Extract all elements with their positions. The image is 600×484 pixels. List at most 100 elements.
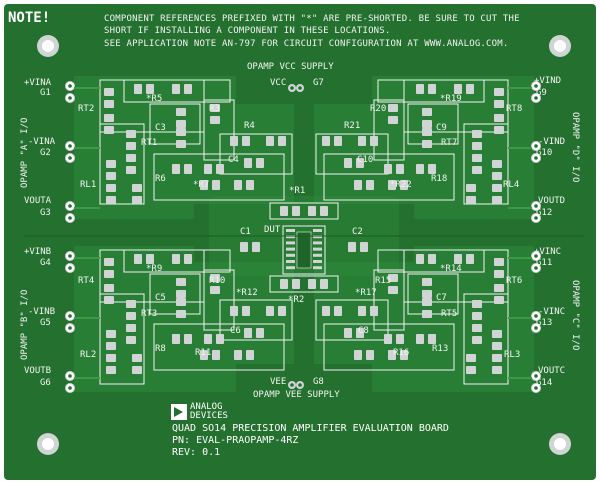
ref-r10: R10 [209,276,226,286]
component-pad [466,184,476,192]
dut-pin-pad [286,266,295,270]
vee-pin-label: G8 [313,377,324,387]
silkscreen-outline [149,273,201,315]
component-pad [266,136,274,146]
io-test-point-hole [534,84,538,88]
component-pad [172,334,180,344]
component-pad [104,296,114,304]
component-pad [106,330,116,338]
component-pad [184,334,192,344]
ref-r7: *R7 [193,180,210,190]
component-pad [106,184,116,192]
component-pad [356,158,364,168]
ref-r6: R6 [155,174,166,184]
io-test-point-hole [68,314,72,318]
component-pad [132,366,142,374]
silkscreen-outline [407,273,459,315]
component-pad [104,114,114,122]
ref-rt2: RT2 [78,104,95,114]
component-pad [240,242,248,252]
ref-rl3: RL3 [504,350,521,360]
mounting-hole [554,40,566,52]
dut-pin-pad [313,260,322,263]
component-pad [176,290,186,298]
component-pad [422,290,432,298]
component-pad [244,328,252,338]
ref-c8: C8 [358,326,369,336]
g6-label: G6 [40,378,51,388]
ref-r18: R18 [431,174,448,184]
component-pad [172,164,180,174]
component-pad [400,180,408,190]
component-pad [106,196,116,204]
component-pad [230,306,238,316]
io-test-point-hole [534,204,538,208]
component-pad [492,366,502,374]
component-pad [466,254,474,264]
analog-devices-logo-icon [171,404,187,420]
component-pad [422,298,432,306]
io-test-point-hole [534,386,538,390]
component-pad [212,180,220,190]
ref-r9: *R9 [146,264,163,274]
g9-label: G9 [536,88,547,98]
component-pad [104,88,114,96]
component-pad [280,279,288,289]
ref-c9: C9 [436,123,447,133]
component-pad [384,334,392,344]
io-test-point-hole [534,216,538,220]
silkscreen-outline [463,293,509,385]
r2-outline [269,275,339,293]
component-pad [454,254,462,264]
component-pad [176,120,186,128]
ref-c6: C6 [230,326,241,336]
component-pad [428,164,436,174]
component-pad [472,300,482,308]
ref-r15: R15 [375,276,392,286]
io-test-point-hole [68,326,72,330]
component-pad [242,136,250,146]
component-pad [472,166,482,174]
component-pad [134,84,142,94]
component-pad [132,354,142,362]
mounting-hole [42,40,54,52]
component-pad [388,350,396,360]
ref-c1: C1 [240,227,251,237]
silkscreen-outline [99,293,145,385]
revision: REV: 0.1 [172,447,221,458]
silkscreen-outline [99,123,145,205]
io-test-point-hole [534,96,538,100]
vinb-neg-label: -VINB [28,307,56,317]
component-pad [370,136,378,146]
component-pad [388,104,398,112]
component-pad [146,84,154,94]
component-pad [494,100,504,108]
component-pad [428,254,436,264]
component-pad [494,296,504,304]
dut-pin-pad [286,253,295,257]
io-test-point-hole [534,266,538,270]
component-pad [388,180,396,190]
component-pad [320,279,328,289]
silkscreen-outline [463,123,509,205]
io-test-point-hole [68,156,72,160]
component-pad [322,306,330,316]
io-test-point-hole [68,266,72,270]
component-pad [494,258,504,266]
component-pad [106,342,116,350]
vind-neg-label: -VIND [538,137,566,147]
component-pad [126,154,136,162]
dut-pin-pad [286,260,295,263]
silkscreen-outline [315,133,389,175]
component-pad [354,350,362,360]
silkscreen-outline [153,323,285,371]
test-point-hole [290,86,294,90]
component-pad [216,334,224,344]
component-pad [210,286,220,294]
ref-rt1: RT1 [141,138,158,148]
silkscreen-outline [123,249,231,273]
component-pad [494,126,504,134]
mounting-hole [554,438,566,450]
component-pad [422,120,432,128]
note-line-1: COMPONENT REFERENCES PREFIXED WITH "*" A… [104,14,520,24]
